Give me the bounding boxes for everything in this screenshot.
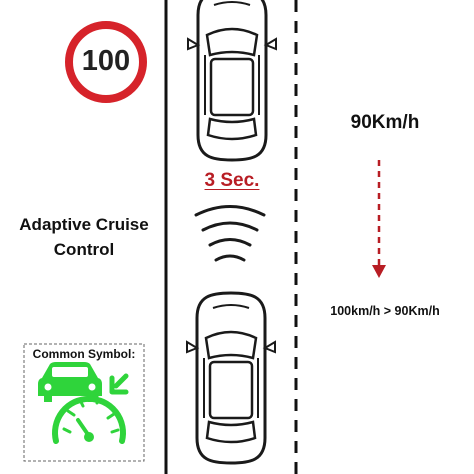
sign-ring — [69, 25, 143, 99]
following-gap-label: 3 Sec. — [204, 170, 260, 191]
sign-ring-stroke — [65, 21, 147, 103]
following-car — [185, 291, 277, 465]
pointer-arrow-icon — [109, 373, 129, 395]
speed-limit-sign — [65, 21, 147, 103]
speed-limit-value: 100 — [81, 45, 131, 77]
radar-waves-icon — [194, 205, 266, 262]
lead-car — [186, 0, 278, 162]
speedometer-icon — [52, 394, 126, 444]
speed-change-label: 100km/h > 90Km/h — [330, 304, 440, 318]
target-speed-label: 90Km/h — [350, 112, 420, 133]
common-symbol-box — [23, 343, 145, 462]
speed-decrease-arrow-icon — [372, 160, 386, 278]
page-title: Adaptive Cruise Control — [19, 215, 149, 259]
common-symbol-label: Common Symbol: — [32, 347, 136, 361]
acc-car-icon — [38, 362, 102, 402]
